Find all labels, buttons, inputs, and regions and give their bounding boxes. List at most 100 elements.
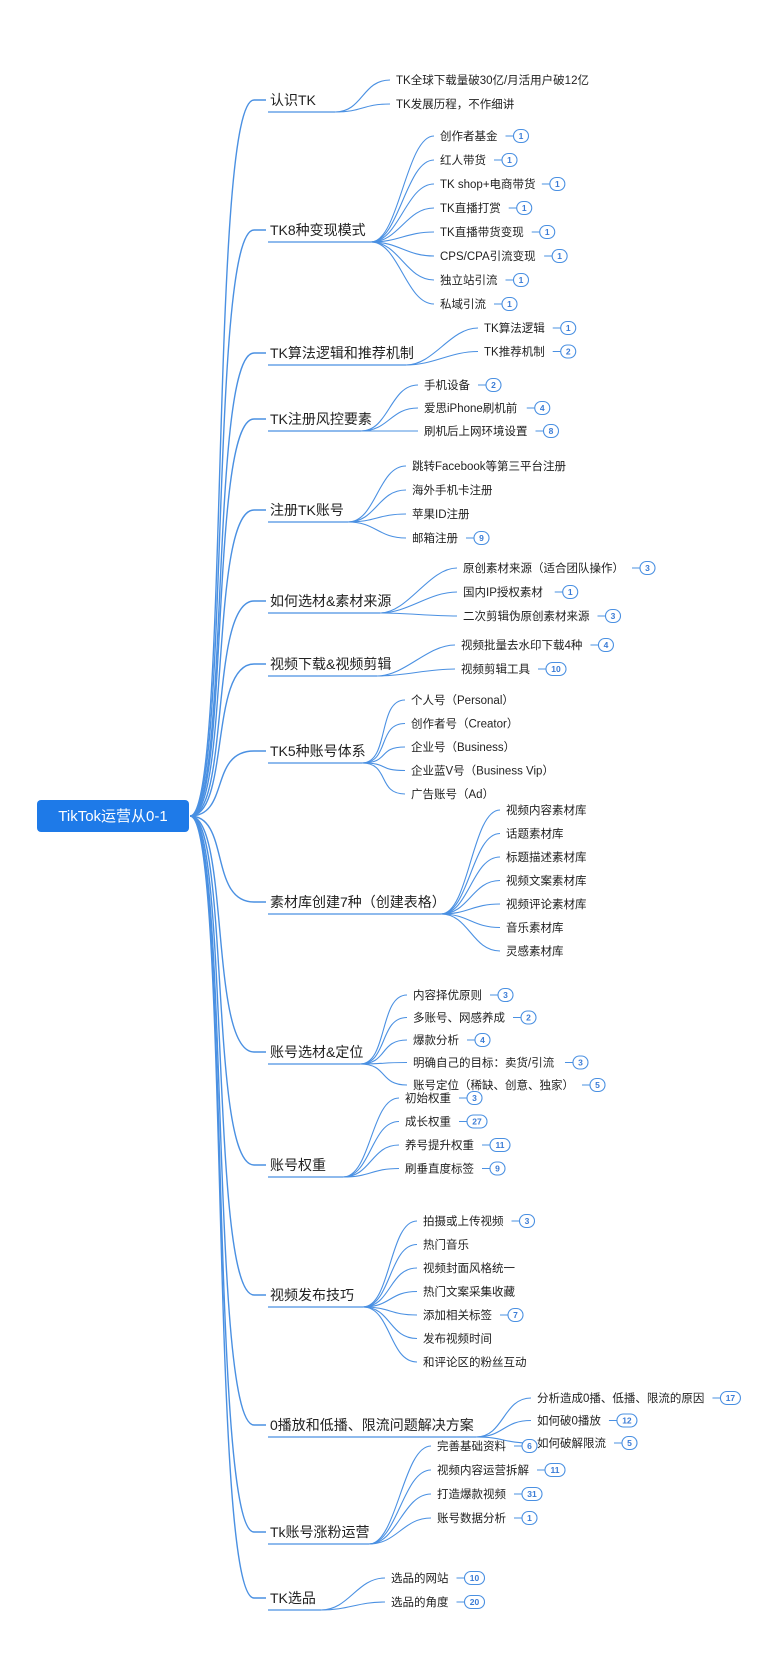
leaf-node[interactable]: TK发展历程，不作细讲 [396,97,515,111]
count-badge[interactable]: 3 [572,1055,589,1070]
count-badge[interactable]: 1 [551,248,568,264]
count-badge[interactable]: 2 [485,377,502,393]
main-node-branch-1[interactable]: 认识TK [268,92,335,113]
leaf-node[interactable]: 热门文案采集收藏 [423,1285,515,1299]
leaf-node[interactable]: 原创素材来源（适合团队操作）3 [463,560,656,576]
leaf-node[interactable]: 企业号（Business） [411,740,515,754]
count-badge[interactable]: 6 [521,1438,538,1454]
leaf-node[interactable]: 个人号（Personal） [411,694,514,707]
leaf-node[interactable]: 标题描述素材库 [506,850,587,864]
count-badge[interactable]: 20 [463,1594,486,1610]
count-badge[interactable]: 4 [534,400,551,416]
main-node-branch-3[interactable]: TK算法逻辑和推荐机制 [268,345,414,366]
count-badge[interactable]: 1 [539,224,556,240]
count-badge[interactable]: 10 [545,661,567,677]
count-badge[interactable]: 1 [512,272,530,288]
count-badge[interactable]: 3 [466,1090,483,1106]
count-badge[interactable]: 1 [521,1510,538,1526]
count-badge[interactable]: 2 [520,1010,537,1025]
main-node-branch-5[interactable]: 注册TK账号 [268,502,348,523]
leaf-node[interactable]: 跳转Facebook等第三平台注册 [412,459,567,473]
count-badge[interactable]: 8 [542,423,560,439]
leaf-node[interactable]: 企业蓝V号（Business Vip） [411,764,554,778]
count-badge[interactable]: 7 [507,1307,524,1323]
leaf-node[interactable]: 海外手机卡注册 [412,483,493,497]
leaf-node[interactable]: 话题素材库 [506,827,564,841]
main-node-branch-13[interactable]: 0播放和低播、限流问题解决方案 [268,1417,476,1438]
count-badge[interactable]: 2 [560,344,577,359]
leaf-node[interactable]: 视频评论素材库 [506,897,587,911]
count-badge[interactable]: 3 [518,1213,536,1229]
count-badge[interactable]: 31 [521,1486,543,1502]
count-badge[interactable]: 3 [639,560,656,576]
count-badge[interactable]: 17 [719,1390,741,1406]
leaf-node[interactable]: 视频文案素材库 [506,874,587,888]
main-node-branch-11[interactable]: 账号权重 [268,1157,343,1178]
count-badge[interactable]: 11 [544,1462,566,1478]
count-badge[interactable]: 9 [489,1161,506,1176]
count-badge[interactable]: 1 [512,128,530,144]
count-badge[interactable]: 12 [616,1413,638,1428]
main-node-branch-2[interactable]: TK8种变现模式 [268,222,371,243]
main-node-branch-9[interactable]: 素材库创建7种（创建表格） [268,894,446,915]
count-badge[interactable]: 1 [562,584,579,600]
leaf-node[interactable]: 创作者号（Creator） [411,718,518,731]
main-node-branch-6[interactable]: 如何选材&素材来源 [268,593,391,614]
count-badge[interactable]: 4 [474,1032,491,1048]
leaf-node[interactable]: 和评论区的粉丝互动 [423,1355,527,1369]
count-badge[interactable]: 3 [604,608,622,624]
count-badge[interactable]: 11 [489,1137,511,1153]
main-node-branch-10[interactable]: 账号选材&定位 [268,1044,363,1065]
leaf-node[interactable]: 热门音乐 [423,1238,469,1252]
count-badge[interactable]: 3 [497,987,514,1003]
main-node-branch-4[interactable]: TK注册风控要素 [268,411,372,432]
main-node-branch-7[interactable]: 视频下载&视频剪辑 [268,656,391,677]
leaf-node[interactable]: 音乐素材库 [506,921,564,935]
count-badge[interactable]: 10 [463,1570,486,1586]
count-badge[interactable]: 1 [549,176,566,192]
main-node-branch-15[interactable]: TK选品 [268,1590,321,1611]
leaf-node[interactable]: TK全球下载量破30亿/月活用户破12亿 [396,73,589,87]
leaf-node[interactable]: 苹果ID注册 [412,507,470,521]
count-badge[interactable]: 27 [466,1114,488,1129]
count-badge[interactable]: 5 [621,1435,638,1451]
leaf-node[interactable]: 广告账号（Ad） [411,788,494,801]
main-node-branch-12[interactable]: 视频发布技巧 [268,1287,363,1308]
leaf-node[interactable]: 发布视频时间 [423,1332,492,1346]
leaf-node[interactable]: 灵感素材库 [506,944,564,958]
main-node-branch-8[interactable]: TK5种账号体系 [268,743,366,764]
count-badge[interactable]: 1 [501,296,518,312]
root-node[interactable]: TikTok运营从0-1 [37,800,189,832]
leaf-node[interactable]: 视频封面风格统一 [423,1261,515,1275]
count-badge[interactable]: 1 [516,200,533,216]
count-badge[interactable]: 1 [560,320,577,336]
